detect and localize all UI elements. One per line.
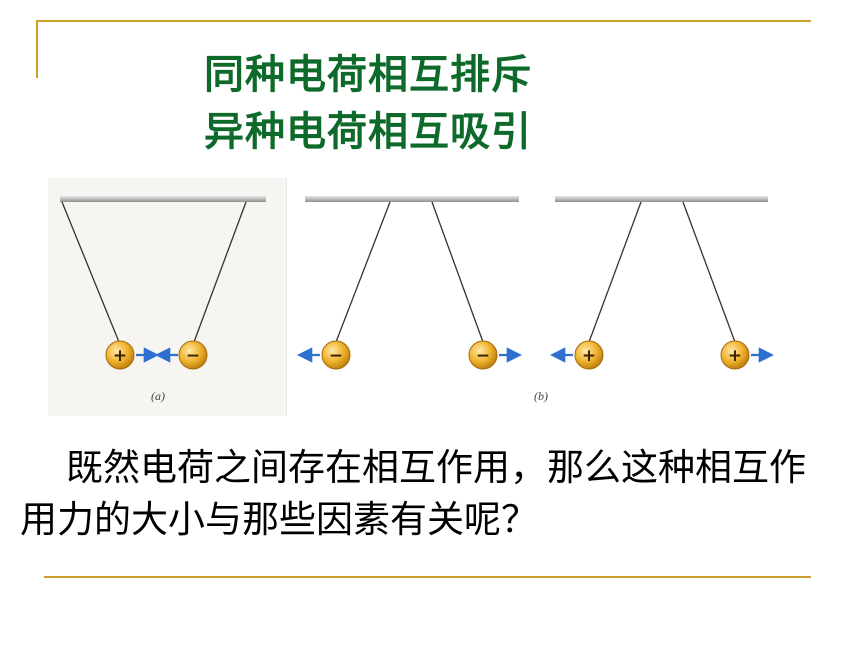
support-bar-1 [60, 196, 266, 202]
charge-sign-a-right: − [186, 346, 200, 366]
support-bar-3 [555, 196, 768, 202]
pendulum-figure: + − − − + + (a) (b) [48, 178, 778, 416]
charged-ball-b2-right [720, 340, 750, 370]
charged-ball-b2-left [574, 340, 604, 370]
support-bar-2 [305, 196, 519, 202]
question-text: 既然电荷之间存在相互作用，那么这种相互作用力的大小与那些因素有关呢？ [20, 446, 806, 541]
string-4 [431, 201, 484, 343]
panel-b-label: (b) [534, 389, 548, 403]
charge-sign-b2-left: + [582, 346, 596, 366]
string-3 [335, 201, 391, 343]
charge-sign-b1-right: − [476, 346, 490, 366]
charged-ball-a-left [105, 340, 135, 370]
string-6 [682, 201, 736, 343]
charged-ball-b1-right [468, 340, 498, 370]
panel-a-label: (a) [151, 389, 165, 403]
charge-sign-b1-left: − [329, 346, 343, 366]
charged-ball-b1-left [321, 340, 351, 370]
title-line-repel: 同种电荷相互排斥 [204, 52, 532, 98]
left-accent-rule [36, 20, 38, 78]
charged-ball-a-right [178, 340, 208, 370]
string-1 [61, 201, 120, 343]
panel-b-background [288, 178, 778, 416]
string-2 [193, 201, 247, 343]
charge-sign-b2-right: + [728, 346, 742, 366]
string-5 [588, 201, 642, 343]
top-rule [36, 20, 811, 22]
panel-a-background [48, 178, 284, 416]
title-line-attract: 异种电荷相互吸引 [204, 109, 532, 155]
bottom-rule [44, 576, 811, 578]
charge-sign-a-left: + [113, 346, 127, 366]
